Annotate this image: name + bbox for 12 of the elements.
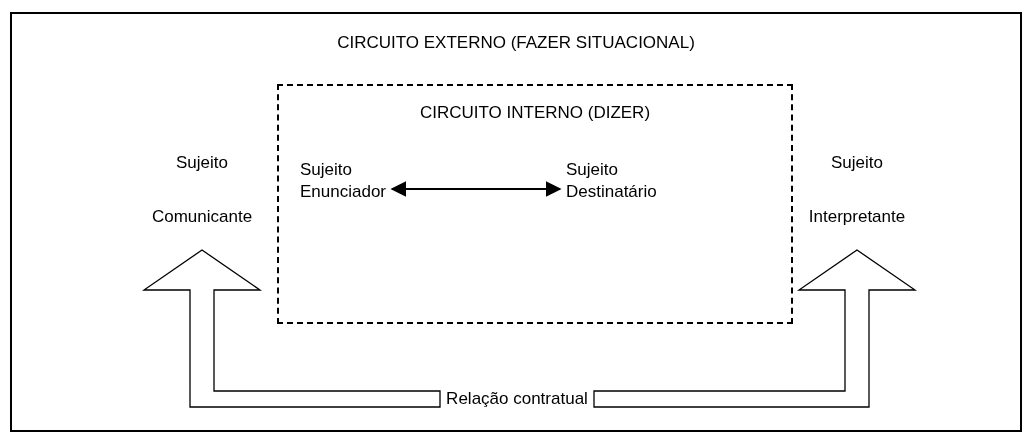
block-arrow: [593, 249, 918, 408]
dashed-box: [277, 84, 793, 324]
subject-label: Sujeito Enunciador: [300, 159, 386, 203]
box-title: CIRCUITO EXTERNO (FAZER SITUACIONAL): [336, 32, 696, 54]
relation-label: Relação contratual: [446, 388, 588, 410]
block-arrow: [141, 249, 441, 408]
frame-box: [10, 12, 1022, 432]
double-arrow: [390, 181, 562, 197]
subject-label: Sujeito Comunicante: [151, 136, 253, 244]
subject-label: Sujeito Destinatário: [566, 159, 657, 203]
subject-label: Sujeito Interpretante: [808, 136, 906, 244]
box-title: CIRCUITO INTERNO (DIZER): [418, 102, 652, 124]
